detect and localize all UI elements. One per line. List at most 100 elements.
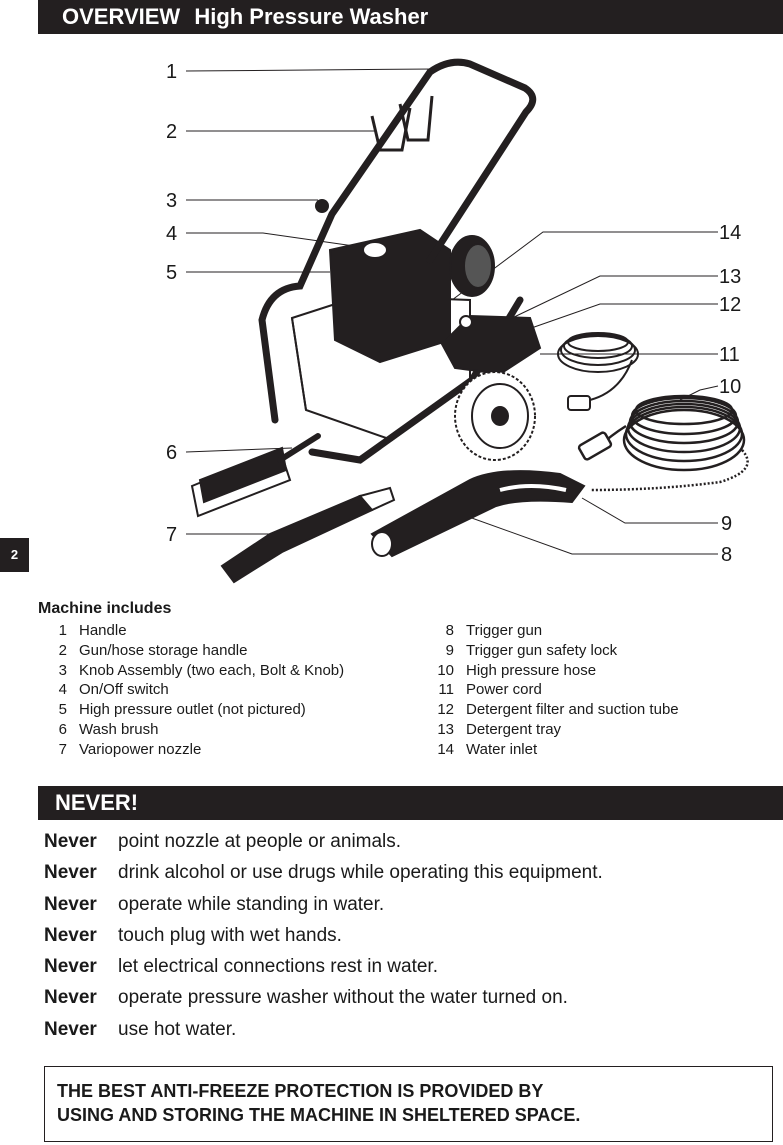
part-label: Handle [79,622,127,639]
part-number: 8 [445,622,454,639]
never-text: drink alcohol or use drugs while operati… [118,862,603,884]
part-label: Wash brush [79,720,159,738]
part-number: 3 [58,661,67,679]
parts-list-right: 8 Trigger gun 9 Trigger gun safety lock 10… [420,621,679,760]
callout-2: 2 [166,121,177,143]
never-item: Never operate while standing in water. [44,889,603,920]
part-label: Gun/hose storage handle [79,641,248,659]
parts-list-item: 7 Variopower nozzle [38,740,344,760]
callout-13: 13 [719,266,741,288]
knob-icon [315,199,329,213]
part-number: 10 [437,661,454,679]
callout-10: 10 [719,376,741,398]
part-label: Trigger gun [466,622,543,639]
part-label: Trigger gun safety lock [466,641,618,659]
callout-4: 4 [166,223,177,245]
machine-includes-title: Machine includes [38,600,172,617]
parts-list-item: 11 Power cord [420,680,679,700]
part-label: Water inlet [466,740,538,758]
part-number: 9 [445,641,454,659]
part-label: High pressure hose [466,661,597,679]
never-item: Never drink alcohol or use drugs while op… [44,857,603,888]
never-item: Never operate pressure washer without the… [44,982,603,1013]
parts-list-item: 13 Detergent tray [420,720,679,740]
parts-list-item: 2 Gun/hose storage handle [38,641,344,661]
trigger-gun [370,470,586,558]
never-item: Never touch plug with wet hands. [44,920,603,951]
never-text: use hot water. [118,1018,237,1040]
callout-11: 11 [719,344,740,366]
never-text: operate pressure washer without the wate… [118,987,568,1009]
parts-list-item: 6 Wash brush [38,720,344,740]
callout-6: 6 [166,442,177,464]
part-label: High pressure outlet (not pictured) [79,701,306,719]
parts-list-item: 5 High pressure outlet (not pictured) [38,700,344,720]
page-number-tab: 2 [0,538,29,572]
never-keyword: Never [44,924,97,946]
anti-freeze-warning-box: THE BEST ANTI-FREEZE PROTECTION IS PROVI… [44,1066,773,1142]
part-label: Knob Assembly (two each, Bolt & Knob) [79,661,345,679]
callout-9: 9 [721,513,732,535]
part-label: Power cord [466,681,542,699]
never-keyword: Never [44,1018,97,1040]
part-label: Detergent tray [466,720,562,738]
never-item: Never use hot water. [44,1014,603,1045]
wheel [454,371,536,461]
part-number: 7 [58,740,67,758]
parts-list-item: 8 Trigger gun [420,621,679,641]
never-keyword: Never [44,956,97,978]
callout-12: 12 [719,294,741,316]
part-number: 2 [58,641,67,659]
section-title: OVERVIEW [62,4,181,29]
pressure-washer-illustration: 1 2 3 4 5 6 7 8 9 10 11 12 13 14 [166,58,749,584]
callout-7: 7 [166,524,177,546]
machine-body [290,228,495,442]
part-number: 12 [437,701,454,719]
never-keyword: Never [44,987,97,1009]
parts-list-item: 3 Knob Assembly (two each, Bolt & Knob) [38,661,344,681]
detergent-tray [440,314,542,376]
wash-brush [190,433,321,518]
never-text: operate while standing in water. [118,893,385,915]
part-number: 1 [58,622,67,639]
parts-list-item: 10 High pressure hose [420,661,679,681]
never-keyword: Never [44,862,97,884]
parts-list-item: 4 On/Off switch [38,680,344,700]
part-label: Variopower nozzle [79,740,202,758]
never-text: let electrical connections rest in water… [118,956,438,978]
callout-8: 8 [721,544,732,566]
warning-line-2: USING AND STORING THE MACHINE IN SHELTER… [57,1105,581,1125]
part-label: Detergent filter and suction tube [466,701,679,719]
never-item: Never let electrical connections rest in … [44,951,603,982]
never-item: Never point nozzle at people or animals. [44,826,603,857]
power-cord-coil [557,332,639,411]
callout-5: 5 [166,262,177,284]
warning-line-1: THE BEST ANTI-FREEZE PROTECTION IS PROVI… [57,1081,544,1101]
parts-list-item: 9 Trigger gun safety lock [420,641,679,661]
parts-list-item: 14 Water inlet [420,740,679,760]
never-keyword: Never [44,831,97,852]
parts-list-item: 1 Handle [38,621,344,641]
never-text: touch plug with wet hands. [118,924,342,946]
storage-handle [370,95,434,152]
parts-list-item: 12 Detergent filter and suction tube [420,700,679,720]
never-banner: NEVER! [38,786,783,820]
part-number: 14 [437,740,454,758]
never-keyword: Never [44,893,97,915]
variopower-nozzle [220,486,396,584]
callout-1: 1 [166,61,177,83]
part-label: On/Off switch [79,681,169,699]
part-number: 4 [58,681,67,699]
callout-numbers: 1 2 3 4 5 6 7 8 9 10 11 12 13 14 [166,61,741,566]
high-pressure-hose-coil [577,394,749,492]
callout-3: 3 [166,190,177,212]
part-number: 11 [438,681,454,699]
parts-list-left: 1 Handle 2 Gun/hose storage handle 3 Knob A… [38,621,344,760]
part-number: 6 [58,720,67,738]
part-number: 13 [437,720,454,738]
part-number: 5 [58,701,67,719]
overview-banner: OVERVIEW High Pressure Washer [38,0,783,34]
never-text: point nozzle at people or animals. [118,831,402,852]
callout-14: 14 [719,222,741,244]
